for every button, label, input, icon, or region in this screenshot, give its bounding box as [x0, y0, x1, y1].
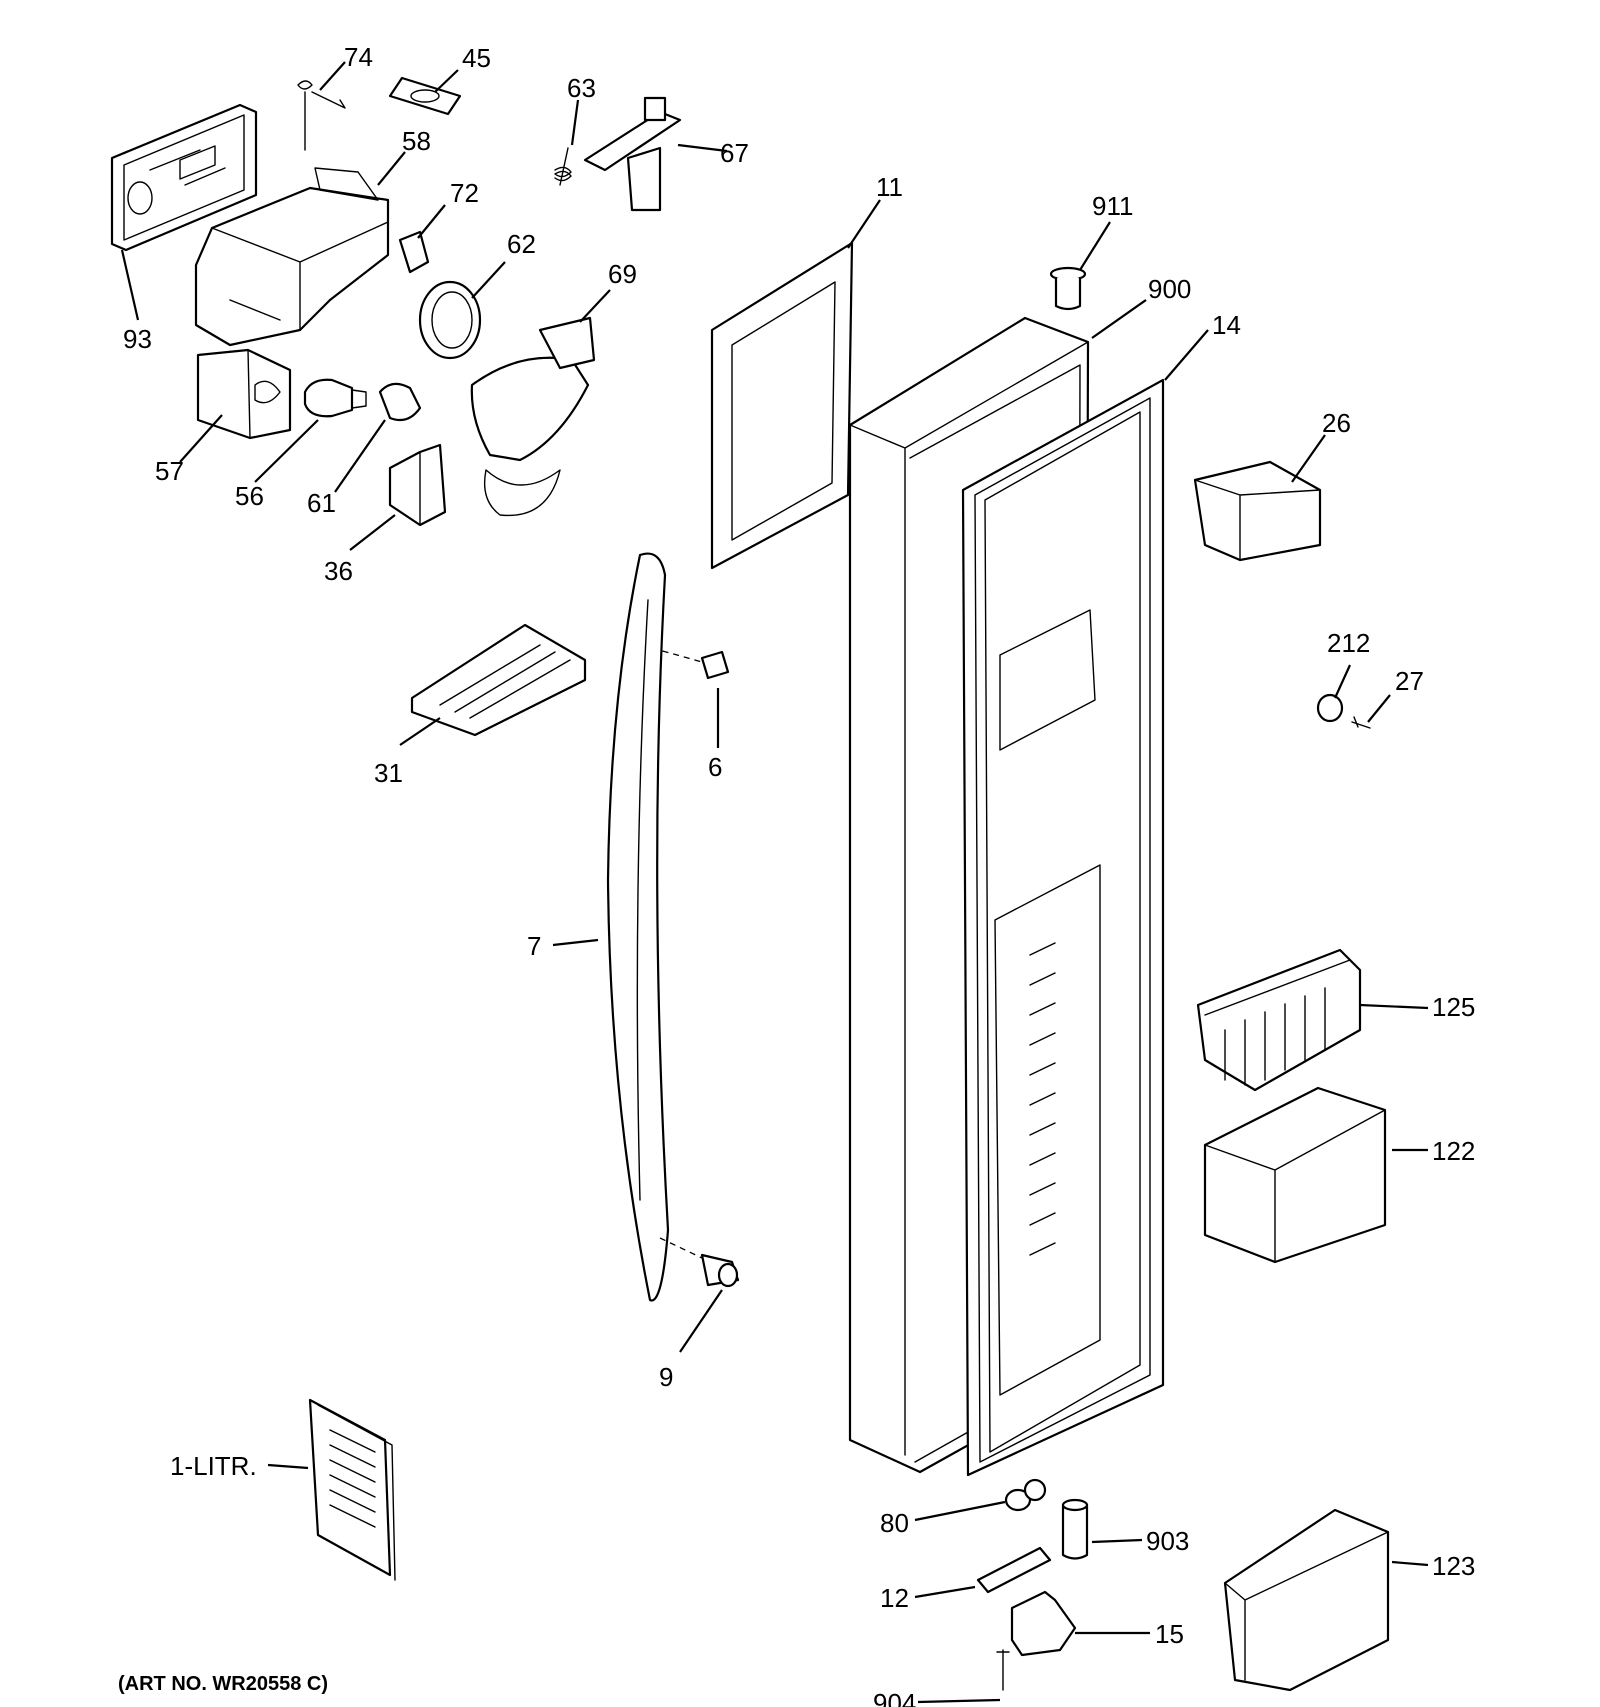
- callout-56: 56: [235, 481, 264, 511]
- callout-26: 26: [1322, 408, 1351, 438]
- callout-63: 63: [567, 73, 596, 103]
- leader-lines: [120, 61, 1429, 1704]
- part-bushing-80: [1004, 1478, 1047, 1512]
- part-ice-auger-69: [470, 316, 596, 517]
- callout-72: 72: [450, 178, 479, 208]
- callout-903: 903: [1146, 1526, 1189, 1556]
- callout-123: 123: [1432, 1551, 1475, 1581]
- callout-212: 212: [1327, 628, 1370, 658]
- callout-62: 62: [507, 229, 536, 259]
- part-drip-tray-31: [410, 623, 587, 737]
- part-dispenser-control-board: [110, 103, 258, 252]
- callout-14: 14: [1212, 310, 1241, 340]
- part-coupler-61: [378, 382, 422, 422]
- part-door-bin-123: [1223, 1508, 1390, 1692]
- callout-11: 11: [876, 172, 903, 202]
- part-door-handle-7: [606, 552, 670, 1302]
- callout-904: 904: [873, 1688, 916, 1707]
- callout-1-litr: 1-LITR.: [170, 1451, 257, 1481]
- part-switch-72: [398, 230, 430, 274]
- callout-58: 58: [402, 126, 431, 156]
- callout-12: 12: [880, 1583, 909, 1613]
- part-bottom-hinge-15: [1010, 1590, 1077, 1657]
- part-bracket-45: [388, 76, 462, 116]
- part-screw-27: [1351, 716, 1371, 729]
- callout-9: 9: [659, 1362, 673, 1392]
- part-dispenser-frame-11: [710, 241, 854, 570]
- part-actuator-67: [583, 96, 682, 212]
- part-dispenser-housing: [194, 167, 390, 347]
- callout-6: 6: [708, 752, 722, 782]
- part-bracket-36: [388, 443, 447, 527]
- callout-125: 125: [1432, 992, 1475, 1022]
- part-literature-1-litr: [308, 1398, 396, 1581]
- part-ring-62: [418, 280, 482, 360]
- art-number-caption: (ART NO. WR20558 C): [118, 1673, 328, 1695]
- callout-900: 900: [1148, 274, 1191, 304]
- part-hinge-pin-903: [1061, 1498, 1089, 1560]
- callout-80: 80: [880, 1508, 909, 1538]
- callout-27: 27: [1395, 666, 1424, 696]
- part-door-gasket-14: [961, 378, 1165, 1477]
- callout-15: 15: [1155, 1619, 1184, 1649]
- part-door-bin-122: [1203, 1086, 1387, 1264]
- callout-7: 7: [527, 931, 541, 961]
- callout-911: 911: [1092, 191, 1133, 221]
- callout-93: 93: [123, 324, 152, 354]
- part-spring-74: [297, 80, 346, 151]
- part-handle-plug-9: [659, 1237, 740, 1288]
- part-spring-63: [554, 147, 572, 186]
- callout-45: 45: [462, 43, 491, 73]
- callout-69: 69: [608, 259, 637, 289]
- callout-57: 57: [155, 456, 184, 486]
- callout-122: 122: [1432, 1136, 1475, 1166]
- part-screw-904: [996, 1649, 1010, 1691]
- part-plug-911: [1049, 266, 1087, 311]
- callout-61: 61: [307, 488, 336, 518]
- callout-31: 31: [374, 758, 403, 788]
- part-cover-26: [1193, 460, 1322, 562]
- callout-36: 36: [324, 556, 353, 586]
- part-motor-56: [303, 378, 367, 418]
- callout-74: 74: [344, 42, 373, 72]
- part-shim-12: [976, 1546, 1052, 1594]
- part-handle-plug-6: [651, 647, 730, 680]
- callout-67: 67: [720, 138, 749, 168]
- part-cap-212: [1316, 693, 1344, 723]
- part-wire-shelf-125: [1196, 948, 1362, 1092]
